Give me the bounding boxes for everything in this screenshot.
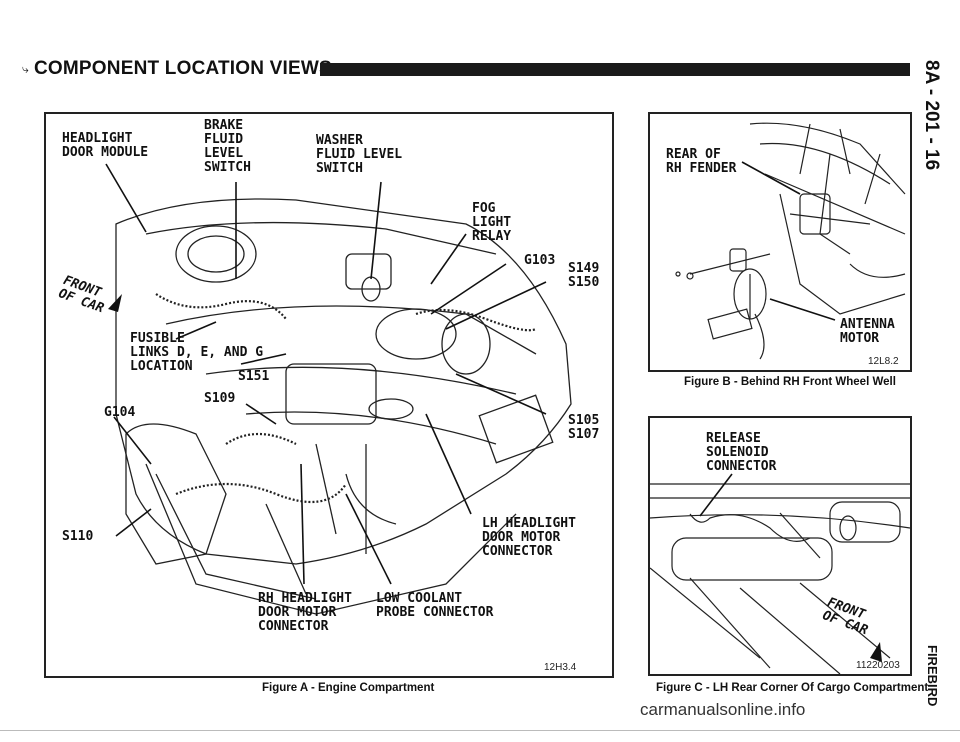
label-rh-headlight-connector: RH HEADLIGHT DOOR MOTOR CONNECTOR — [258, 591, 352, 634]
antenna-illustration — [675, 122, 906, 360]
label-brake-fluid-switch: BRAKE FLUID LEVEL SWITCH — [204, 118, 251, 175]
label-lh-headlight-connector: LH HEADLIGHT DOOR MOTOR CONNECTOR — [482, 516, 576, 559]
label-s109: S109 — [204, 391, 236, 406]
figure-a-panel: HEADLIGHT DOOR MODULE BRAKE FLUID LEVEL … — [44, 112, 614, 678]
label-fusible-links: FUSIBLE LINKS D, E, AND G LOCATION — [130, 331, 264, 374]
figure-b-panel: REAR OF RH FENDER ANTENNA MOTOR 12L8.2 — [648, 112, 912, 372]
model-name: FIREBIRD — [925, 645, 940, 707]
label-s149-s150: S149 S150 — [568, 261, 600, 290]
watermark: carmanualsonline.info — [640, 700, 806, 719]
cargo-illustration — [650, 473, 910, 674]
label-g104: G104 — [104, 405, 136, 420]
header-rule — [320, 63, 910, 76]
figure-a-code: 12H3.4 — [544, 662, 577, 673]
page-number: 8A - 201 - 16 — [921, 60, 942, 171]
label-antenna-motor: ANTENNA MOTOR — [840, 317, 895, 346]
label-s151: S151 — [238, 369, 270, 384]
figure-c-panel: RELEASE SOLENOID CONNECTOR FRONT OF CAR … — [648, 416, 912, 676]
label-low-coolant-connector: LOW COOLANT PROBE CONNECTOR — [376, 591, 494, 620]
engine-compartment-illustration — [105, 163, 572, 615]
label-release-solenoid: RELEASE SOLENOID CONNECTOR — [706, 431, 777, 474]
label-s110: S110 — [62, 529, 94, 544]
label-g103: G103 — [524, 253, 556, 268]
figure-a-caption: Figure A - Engine Compartment — [262, 682, 435, 694]
label-headlight-door-module: HEADLIGHT DOOR MODULE — [62, 131, 149, 160]
label-washer-fluid-switch: WASHER FLUID LEVEL SWITCH — [316, 133, 403, 176]
page-title: COMPONENT LOCATION VIEWS — [34, 58, 332, 79]
figure-c-code: 11220203 — [856, 660, 900, 671]
label-fog-light-relay: FOG LIGHT RELAY — [472, 201, 512, 244]
label-rear-rh-fender: REAR OF RH FENDER — [666, 147, 737, 176]
header-mark: ⤷ — [22, 62, 29, 76]
label-s105-s107: S105 S107 — [568, 413, 600, 442]
figure-c-caption: Figure C - LH Rear Corner Of Cargo Compa… — [656, 682, 929, 694]
figure-b-code: 12L8.2 — [868, 356, 899, 367]
footer-rule — [0, 730, 960, 731]
figure-b-caption: Figure B - Behind RH Front Wheel Well — [684, 376, 896, 388]
